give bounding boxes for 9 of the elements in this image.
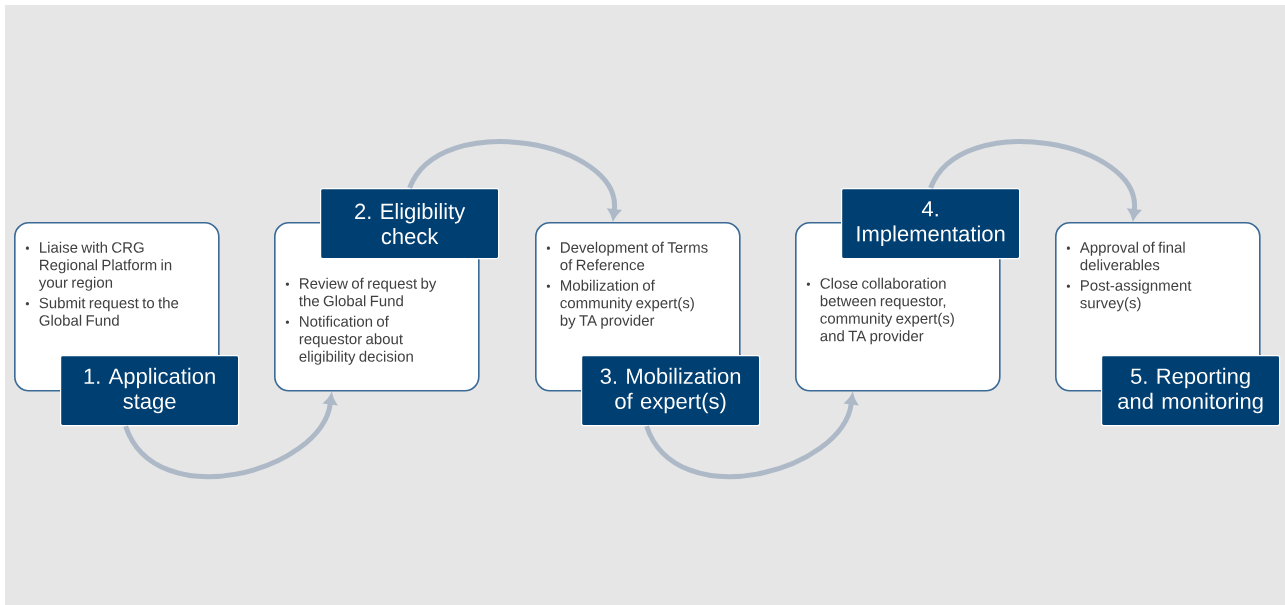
step-heading: 2. Eligibility check (320, 188, 500, 260)
curved-arrow (123, 393, 337, 480)
step-heading: 3. Mobilization of expert(s) (581, 355, 761, 427)
curved-arrow (644, 393, 858, 480)
step-heading: 1. Application stage (60, 355, 240, 427)
step-heading: 5. Reporting and monitoring (1101, 355, 1281, 427)
step-heading: 4. Implementation (841, 188, 1021, 260)
curved-arrow (928, 139, 1141, 220)
curved-arrow (407, 139, 621, 220)
